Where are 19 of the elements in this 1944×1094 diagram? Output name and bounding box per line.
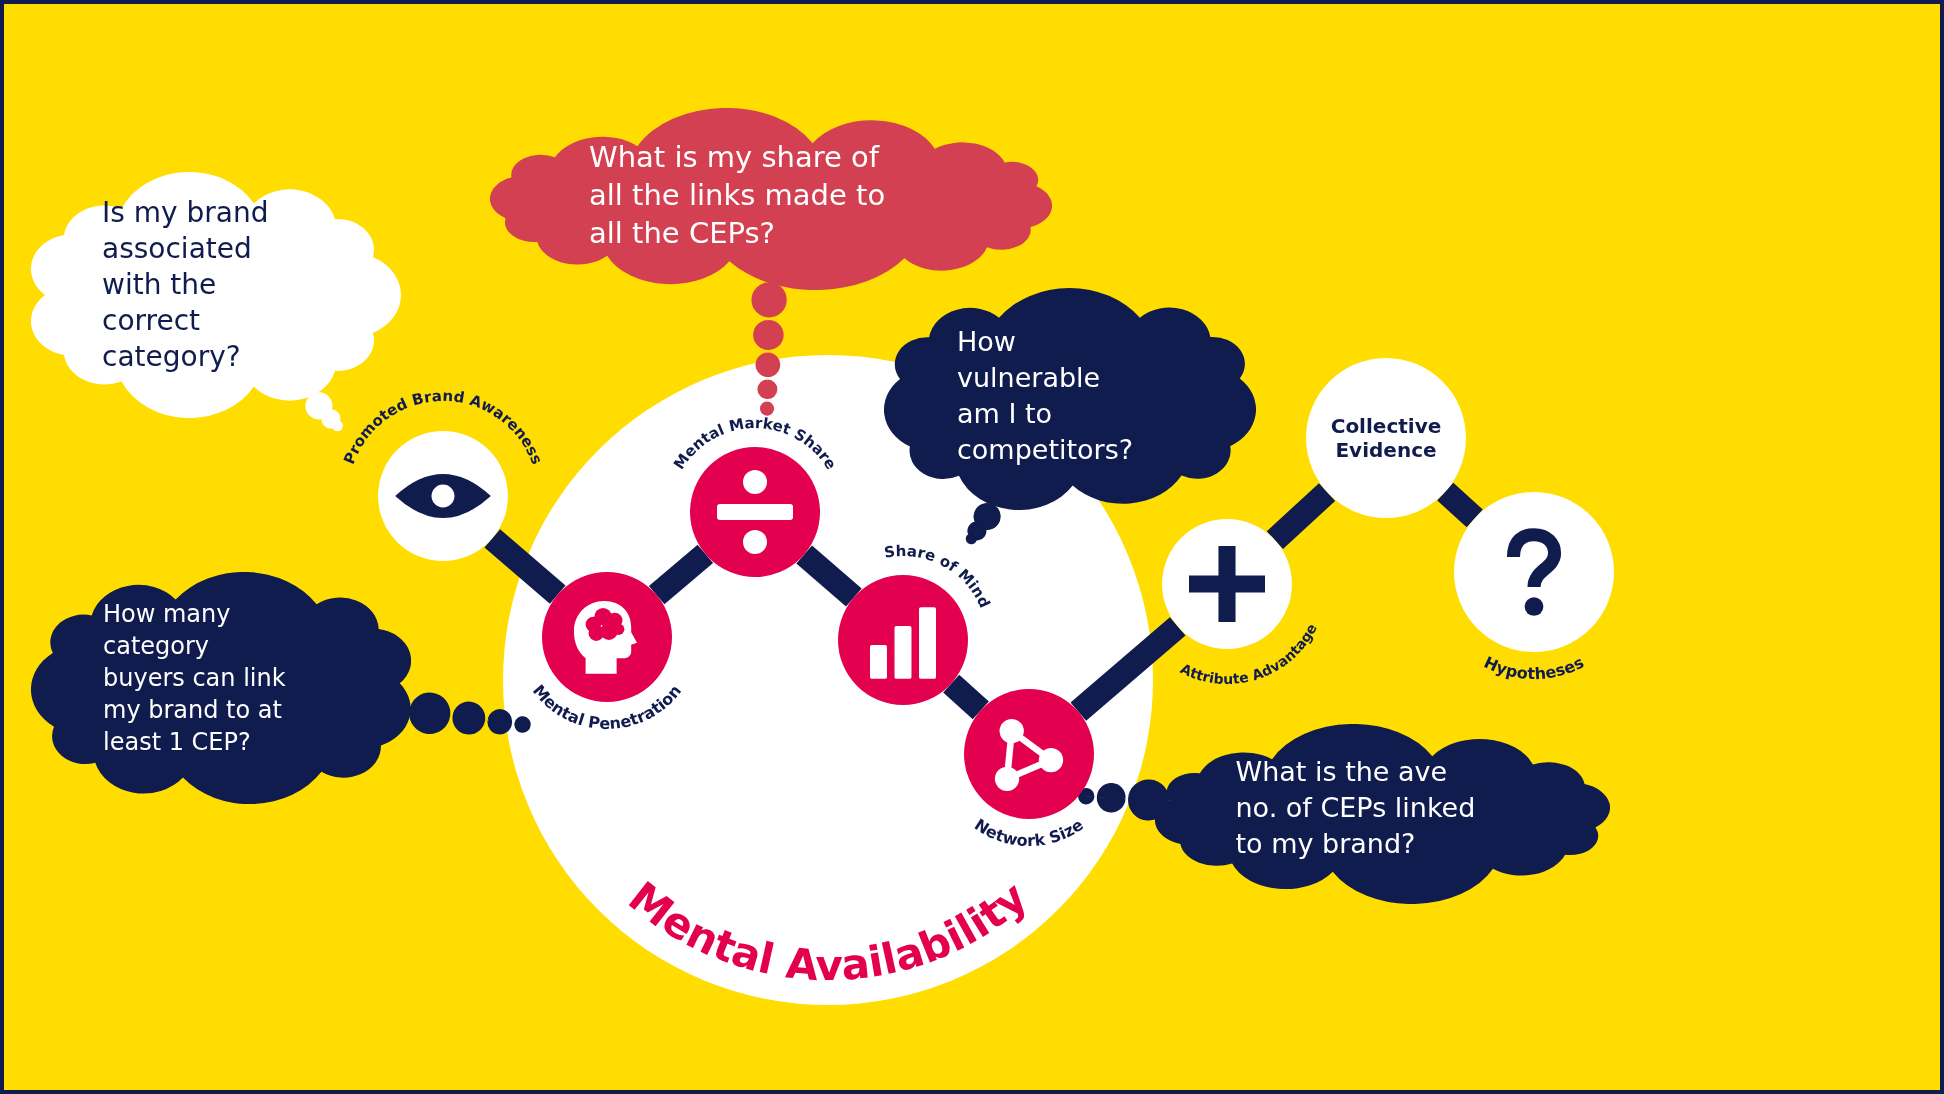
node-label: Collective Evidence	[1329, 414, 1443, 462]
node-label: Hypotheses	[1481, 652, 1587, 684]
thought-trail	[965, 502, 1001, 545]
thought-trail	[1078, 779, 1170, 821]
connector-line	[943, 674, 989, 720]
question-text: Is my brand associated with the correct category?	[102, 195, 270, 375]
thought-trail	[409, 692, 531, 735]
thought-trail	[305, 392, 343, 432]
connector-line	[484, 529, 566, 604]
connector-line	[1070, 617, 1186, 721]
question-text: What is my share of all the links made to all the CEPs?	[589, 139, 887, 252]
thought-trail	[751, 282, 787, 416]
connector-line	[1437, 482, 1483, 528]
connector-line	[648, 544, 714, 605]
question-text: How many category buyers can link my brand to at least 1 CEP?	[103, 599, 287, 758]
question-text: What is the ave no. of CEPs linked to my brand?	[1235, 755, 1477, 861]
connector-line	[796, 545, 862, 607]
question-text: How vulnerable am I to competitors?	[957, 325, 1135, 467]
connector-line	[1266, 483, 1336, 549]
